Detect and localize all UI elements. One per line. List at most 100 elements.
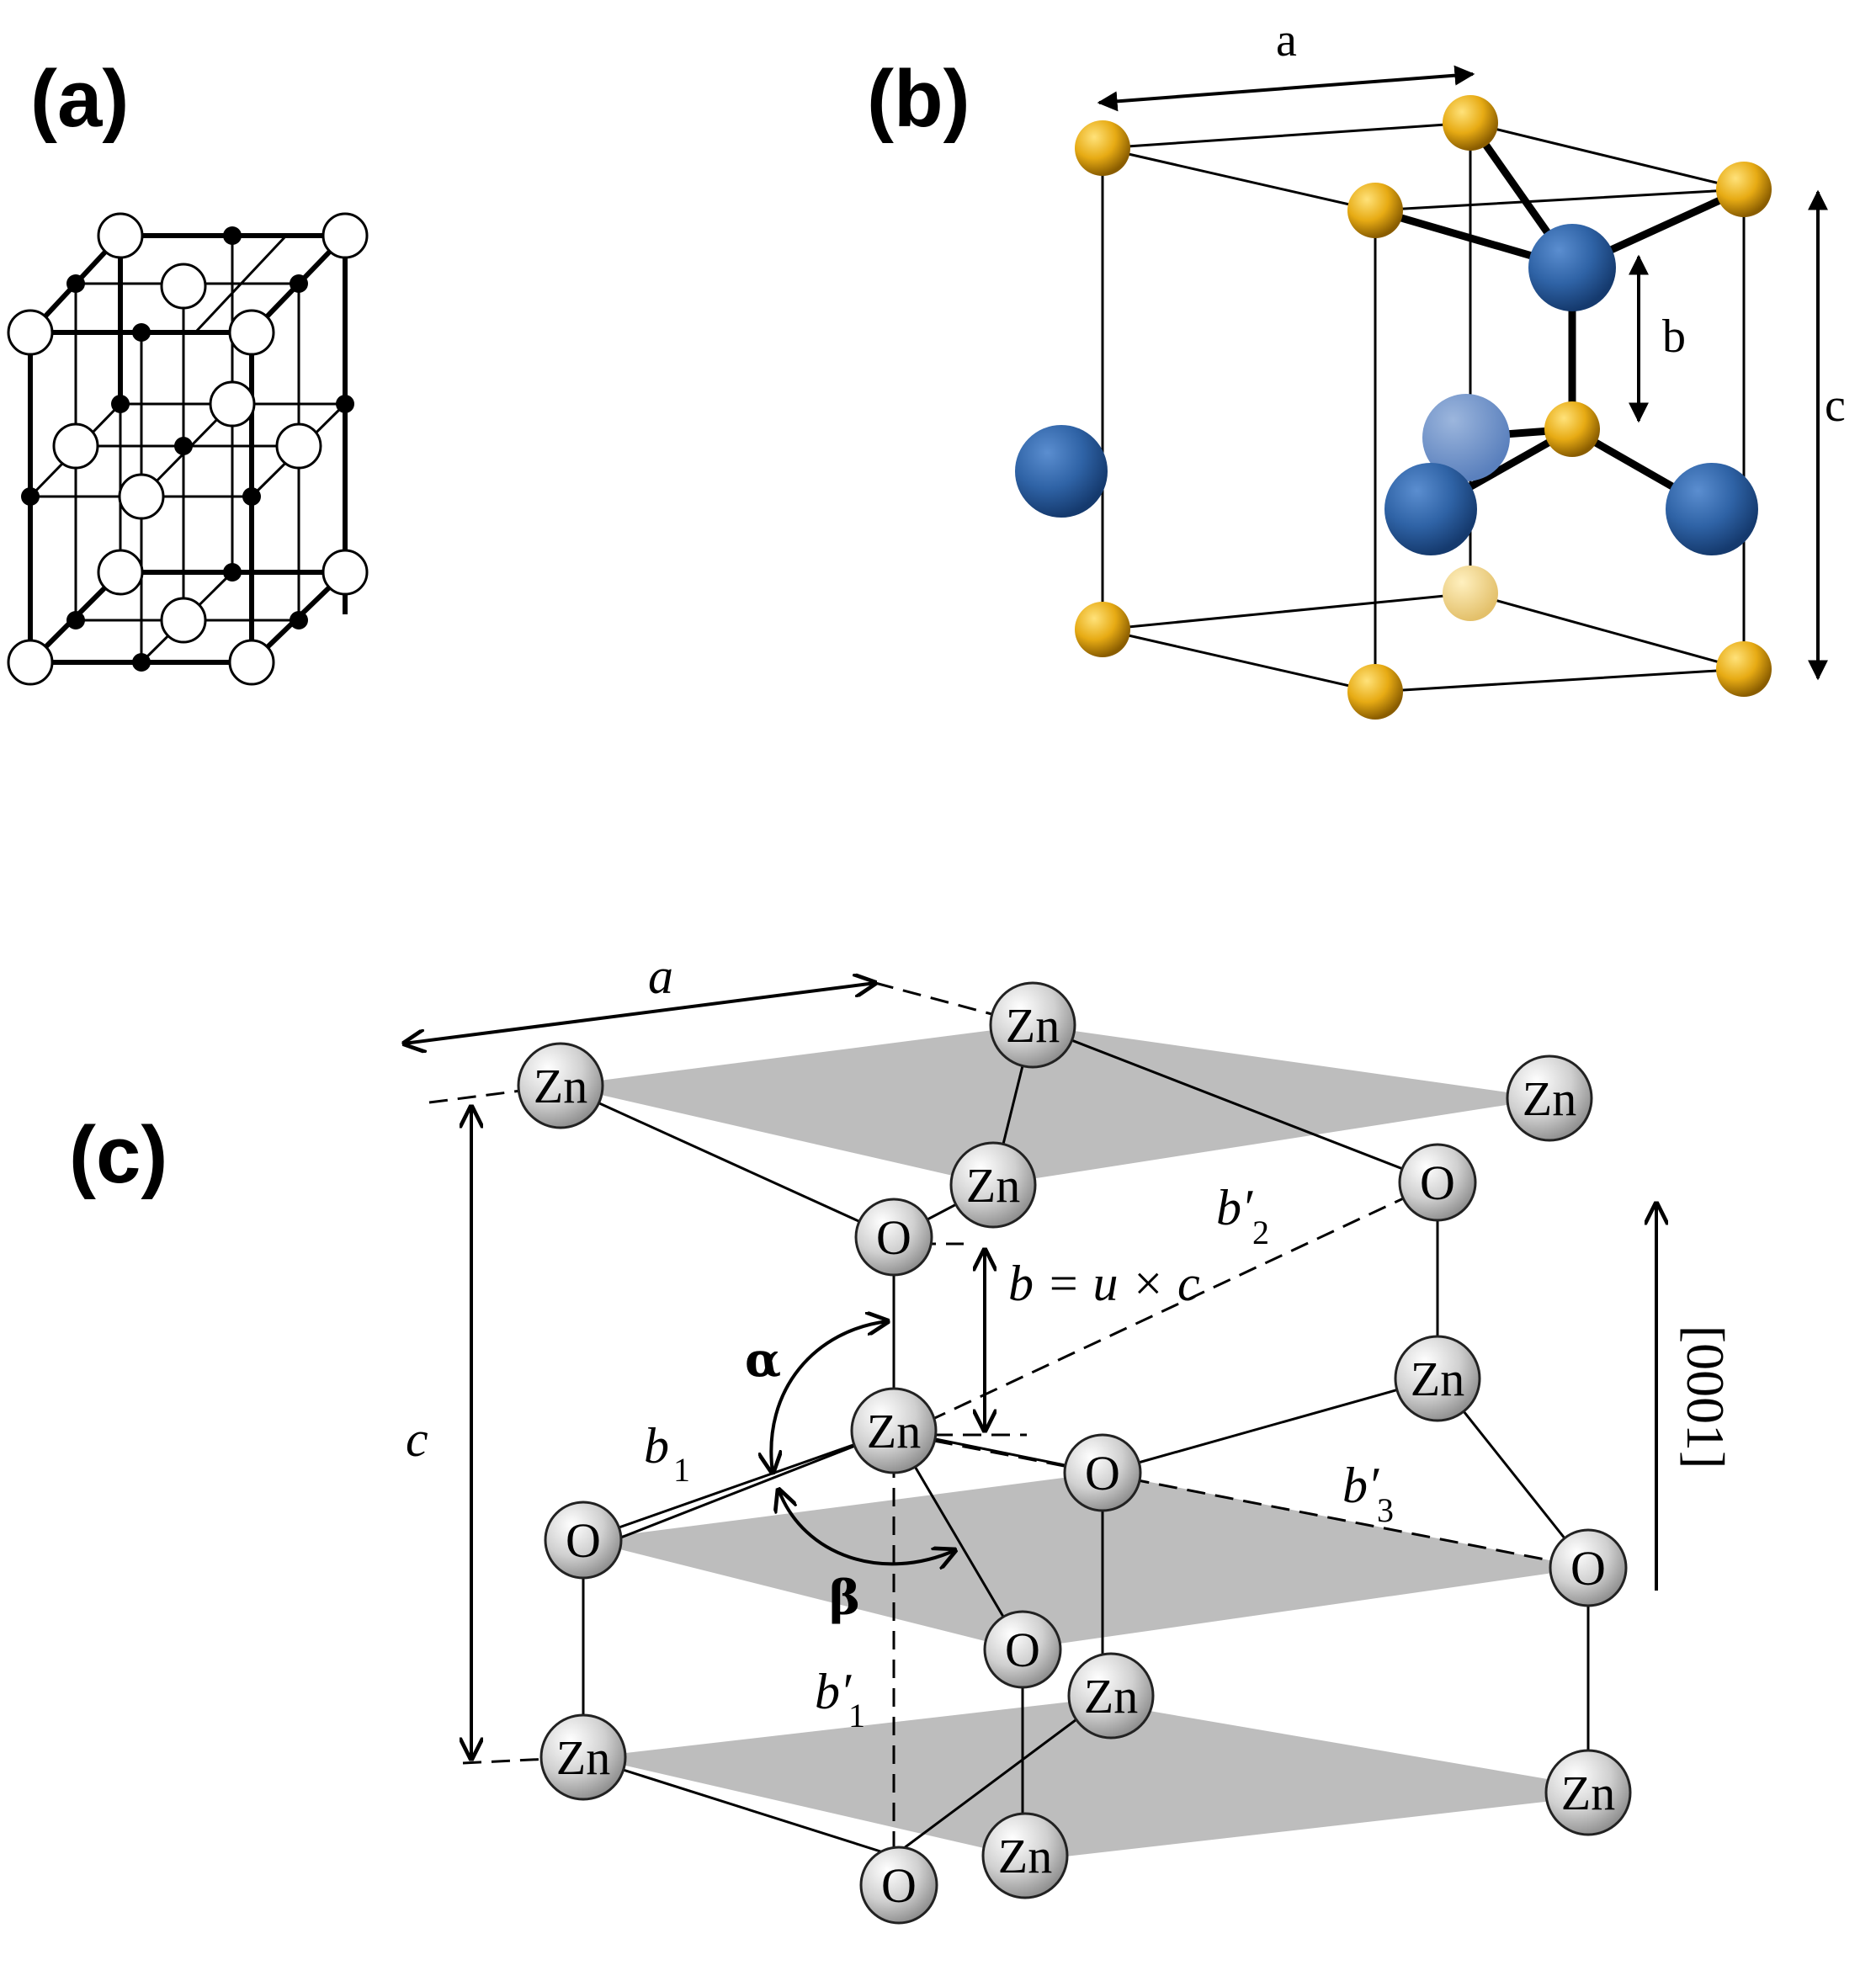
cation-atom [1443, 95, 1498, 151]
filled-atom [290, 274, 308, 293]
zn-atom-7: Zn [1067, 1652, 1155, 1740]
zn-atom-label: Zn [534, 1059, 587, 1113]
filled-atom [223, 226, 242, 245]
zn-atom-label: Zn [1411, 1352, 1464, 1406]
anion-atom [1528, 224, 1616, 311]
open-atom [97, 549, 144, 596]
zn-atom-1: Zn [989, 981, 1076, 1069]
b1-main: b [644, 1418, 669, 1474]
panel-b: (b) [867, 14, 1846, 720]
anion-atom [1015, 425, 1108, 518]
zn-atom-10: Zn [981, 1812, 1069, 1899]
zn-atom-4: Zn [949, 1141, 1037, 1229]
o-atom-label: O [1085, 1446, 1120, 1501]
zn-atom-label: Zn [556, 1730, 610, 1785]
open-atom [228, 639, 275, 686]
hexagonal-cell [1101, 121, 1746, 693]
open-atom [7, 309, 54, 356]
zn-atom-label: Zn [867, 1404, 921, 1458]
lattice-edge [194, 234, 288, 334]
zn-atom-5: Zn [1394, 1335, 1481, 1422]
bond-line [582, 1756, 895, 1857]
zn-atom-3: Zn [1506, 1054, 1593, 1142]
open-atom [160, 597, 207, 644]
b2-prime-label: b′ 2 [1216, 1180, 1269, 1251]
bond-line [560, 1084, 895, 1239]
zn-atom-6: Zn [850, 1387, 938, 1474]
o-atom-1: O [854, 1198, 933, 1277]
filled-atom [223, 563, 242, 582]
open-atom [97, 212, 144, 259]
o-atom-6: O [983, 1610, 1062, 1689]
filled-atom [66, 611, 85, 629]
basal-plane-bottom [589, 1700, 1626, 1860]
cation-atom [1716, 641, 1772, 697]
o-atom-label: O [1420, 1155, 1455, 1210]
bond-line [893, 1698, 1103, 1857]
cation-atom-faded [1443, 566, 1498, 621]
o-atom-5: O [1549, 1528, 1628, 1607]
atoms-c: Zn Zn Zn Zn O O [517, 981, 1632, 1925]
rocksalt-lattice [7, 212, 369, 686]
open-atom [118, 473, 165, 520]
dimension-b-label: b [1662, 311, 1686, 363]
zn-atom-9: Zn [1544, 1749, 1632, 1836]
filled-atom [132, 653, 151, 672]
o-atom-2: O [1398, 1143, 1477, 1222]
cation-atom [1347, 664, 1403, 720]
cation-atom [1544, 401, 1600, 457]
o-atom-label: O [881, 1858, 917, 1913]
panel-a-label: (a) [30, 54, 129, 144]
cation-atom [1075, 602, 1130, 657]
panel-c-label: (c) [69, 1110, 167, 1200]
filled-atom [290, 611, 308, 629]
bond-length-equation: b = u × c [1008, 1256, 1200, 1311]
b1-prime-subscript: 1 [848, 1697, 865, 1734]
cation-atom [1716, 162, 1772, 217]
zn-atom-8: Zn [539, 1713, 627, 1801]
b1-prime-label: b′ 1 [815, 1664, 865, 1734]
cell-top-face [1102, 121, 1745, 212]
zn-atom-label: Zn [1084, 1669, 1138, 1724]
zn-atom-label: Zn [1006, 998, 1060, 1053]
o-atom-label: O [1570, 1541, 1606, 1596]
anion-atom [1384, 463, 1477, 555]
cation-atom [1347, 183, 1403, 238]
open-atom [322, 212, 369, 259]
open-atom [209, 380, 256, 428]
anion-atom [1666, 463, 1758, 555]
direction-0001-label: [0001] [1676, 1325, 1735, 1469]
b3-prime-subscript: 3 [1377, 1491, 1394, 1529]
bond-line [1032, 1023, 1438, 1184]
dimension-a-arrow [1097, 65, 1475, 112]
filled-atom [66, 274, 85, 293]
b3-prime-line [933, 1439, 1589, 1570]
o-atom-label: O [1005, 1623, 1040, 1677]
open-atom [160, 263, 207, 310]
filled-atom [21, 487, 40, 506]
open-atom [322, 549, 369, 596]
open-atom [52, 422, 99, 470]
o-atom-7: O [859, 1846, 938, 1925]
atoms-b [1015, 95, 1772, 720]
o-atom-3: O [1063, 1433, 1142, 1512]
filled-atom [242, 487, 261, 506]
b1-label: b 1 [644, 1418, 690, 1489]
b1-prime-main: b′ [815, 1664, 852, 1719]
zn-atom-label: Zn [966, 1158, 1020, 1213]
open-atom [228, 309, 275, 356]
zn-atom-2: Zn [517, 1042, 604, 1129]
panel-b-label: (b) [867, 54, 970, 144]
o-atom-4: O [544, 1501, 623, 1580]
b2-prime-subscript: 2 [1252, 1214, 1269, 1251]
b2-prime-line [925, 1181, 1438, 1424]
basal-plane-top [561, 1025, 1549, 1185]
panel-a: (a) [7, 54, 369, 686]
alpha-angle-label: α [745, 1332, 781, 1388]
dimension-a-arrow [404, 983, 875, 1044]
dimension-a-label: a [1276, 14, 1297, 66]
zn-atom-label: Zn [1561, 1766, 1615, 1820]
b2-prime-main: b′ [1216, 1180, 1253, 1235]
dimension-arrows-b [1097, 65, 1828, 681]
